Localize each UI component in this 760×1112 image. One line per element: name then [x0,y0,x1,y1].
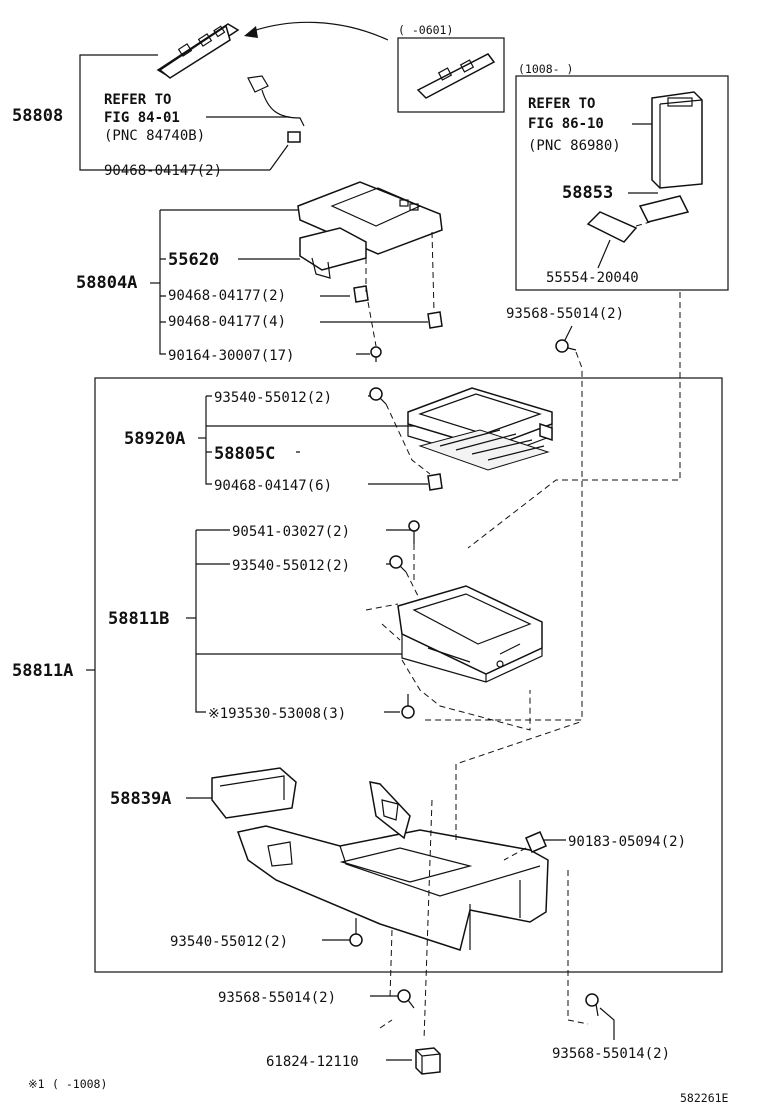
label-55620: 55620 [168,250,219,270]
shift-panel-part [297,181,443,279]
dash-pad [635,221,651,227]
tray-part [211,767,297,819]
label-90541: 90541-03027(2) [232,524,350,540]
label-58804A: 58804A [76,273,137,293]
dash-panel [431,231,435,313]
dash-bin [365,544,421,641]
label-90468-04177-2: 90468-04177(2) [168,288,286,304]
variant-arrow [249,21,389,41]
variant-top-box [397,37,505,113]
label-58853: 58853 [562,183,613,203]
bolt-icon-4 [397,989,415,1009]
label-93568-bot: 93568-55014(2) [552,1046,670,1062]
dash-console-side [567,870,589,1025]
label-58811A: 58811A [12,661,73,681]
pad-part [638,195,690,223]
storage-bin-part [397,585,543,683]
variant-top-label: ( -0601) [398,23,453,37]
leader-clip-part [269,144,289,171]
label-93568-mid: 93568-55014(2) [218,990,336,1006]
label-58839A: 58839A [110,789,171,809]
label-93540-b: 93540-55012(2) [232,558,350,574]
diagram-id: 582261E [680,1091,729,1105]
dash-90183 [503,847,527,861]
bolt-icon [555,339,577,353]
dash-58920A [385,403,431,475]
variant-bezel-part [416,53,496,99]
leader-93568-top [563,325,573,343]
label-58808: 58808 [12,106,63,126]
clip-part-3 [427,473,443,491]
label-90468-04147-2: 90468-04147(2) [104,163,222,179]
clip-part-2 [427,311,443,329]
assembly-box [94,377,723,973]
refer-left-line3: (PNC 84740B) [104,128,205,144]
dash-variant [467,292,681,549]
variant-right-box [515,75,729,291]
refer-left-line2: FIG 84-01 [104,110,180,126]
mat-part [418,429,550,471]
cupholder-part [407,387,553,461]
dash-console-right [455,721,581,840]
module-box-part [651,91,703,189]
screw-icon-b [389,555,407,573]
screw-icon-c [349,918,363,947]
screw-icon [370,346,382,362]
dash-55620 [365,258,377,347]
leader-93568-bot [599,1007,615,1040]
refer-right-line3: (PNC 86980) [528,138,621,154]
dash-right-long [422,351,583,721]
label-61824: 61824-12110 [266,1054,359,1070]
screw-icon-a [369,387,387,405]
leader-58808 [79,54,158,115]
refer-left-line1: REFER TO [104,92,171,108]
label-90468-04177-4: 90468-04177(4) [168,314,286,330]
refer-right-line2: FIG 86-10 [528,116,604,132]
refer-right-line1: REFER TO [528,96,595,112]
label-90468-04147-6: 90468-04147(6) [214,478,332,494]
bracket-58920A [205,396,428,485]
console-body-part [237,781,549,951]
leader-58808-clip [79,115,270,171]
variant-right-label: (1008- ) [518,62,573,76]
insulator-part [586,211,638,243]
bolt-icon-5 [585,993,599,1017]
label-93540-a: 93540-55012(2) [214,390,332,406]
switch-bezel-part [156,23,240,79]
footnote-mark: ※1 [28,1077,45,1091]
label-90164-30007: 90164-30007(17) [168,348,294,364]
bolt-icon-3 [401,694,415,719]
wire-harness-part [247,75,305,143]
label-58920A: 58920A [124,429,185,449]
label-90183: 90183-05094(2) [568,834,686,850]
clip-part-4 [525,831,547,853]
clip-part [353,285,369,303]
label-58805C: 58805C [214,444,275,464]
bolt-icon-2 [408,520,420,544]
arrow-head-icon [244,26,258,38]
block-part [415,1047,441,1075]
label-93568-top: 93568-55014(2) [506,306,624,322]
label-55554-20040: 55554-20040 [546,270,639,286]
label-58811B: 58811B [108,609,169,629]
dash-console [379,799,433,1041]
label-93530: ※193530-53008(3) [208,706,346,722]
footnote-range: ( -1008) [52,1077,107,1091]
label-93540-c: 93540-55012(2) [170,934,288,950]
leader-55554 [597,239,611,269]
dash-bin-bottom [401,659,531,731]
